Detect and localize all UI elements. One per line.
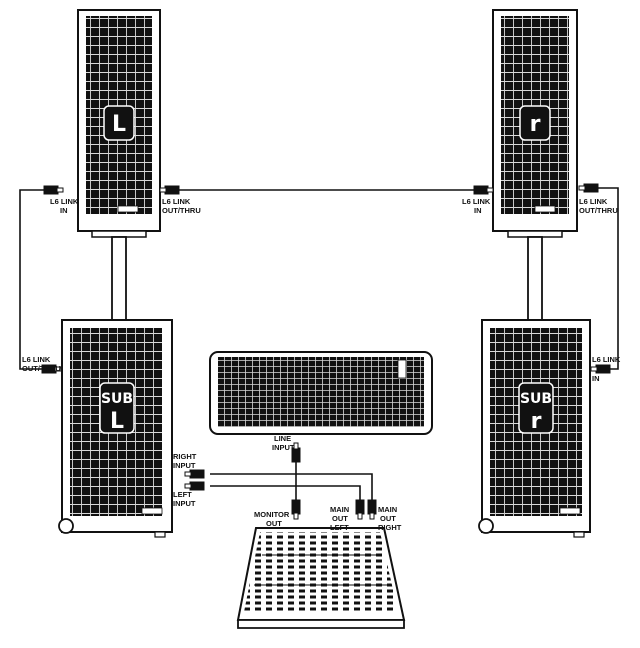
- logo-plate: [534, 205, 556, 213]
- logo-plate: [397, 359, 407, 379]
- label-tr-link-out-2: OUT/THRU: [579, 206, 618, 215]
- label-subr-link-in-1: L6 LINK: [592, 355, 621, 364]
- label-main-out-left-3: LEFT: [330, 523, 349, 532]
- xlr-connector: [367, 499, 377, 515]
- logo-plate: [117, 205, 139, 213]
- foot: [573, 531, 585, 538]
- label-subl-link-out-1: L6 LINK: [22, 355, 51, 364]
- sub-right: SUB r: [478, 319, 591, 538]
- sub-left-badge-line1: SUB: [101, 391, 133, 407]
- xlr-connector: [291, 499, 301, 515]
- label-tl-link-in-2: IN: [60, 206, 68, 215]
- xlr-connector: [189, 469, 205, 479]
- logo-plate: [559, 507, 581, 515]
- label-line-input-1: LINE: [274, 434, 291, 443]
- sub-left-badge-line2: L: [110, 409, 124, 434]
- right-speaker-pole: [527, 236, 543, 322]
- connectors: [41, 183, 611, 520]
- top-right-speaker: r: [492, 9, 578, 238]
- label-tl-link-out-2: OUT/THRU: [162, 206, 201, 215]
- label-monitor-out-1: MONITOR: [254, 510, 290, 519]
- label-main-out-right-3: RIGHT: [378, 523, 402, 532]
- label-left-input-1: LEFT: [173, 490, 192, 499]
- caster-wheel: [478, 518, 494, 534]
- label-main-out-left-1: MAIN: [330, 505, 349, 514]
- cable-main-out-right: [210, 473, 373, 505]
- label-line-input-2: INPUT: [272, 443, 295, 452]
- top-left-badge: L: [112, 112, 126, 137]
- cables: [19, 187, 619, 505]
- xlr-connector: [43, 185, 59, 195]
- xlr-connector: [164, 185, 180, 195]
- cable-main-out-left: [210, 485, 361, 505]
- label-tr-link-in-2: IN: [474, 206, 482, 215]
- xlr-connector: [473, 185, 489, 195]
- sub-right-badge-line2: r: [531, 409, 542, 434]
- label-main-out-right-2: OUT: [380, 514, 396, 523]
- label-subl-link-out-2: OUT/THRU: [22, 364, 61, 373]
- label-tr-link-in-1: L6 LINK: [462, 197, 491, 206]
- cable-left-sub-to-top: [19, 189, 57, 370]
- label-tr-link-out-1: L6 LINK: [579, 197, 608, 206]
- label-right-input-2: INPUT: [173, 461, 196, 470]
- label-main-out-left-2: OUT: [332, 514, 348, 523]
- top-right-badge: r: [530, 112, 541, 137]
- label-tl-link-out-1: L6 LINK: [162, 197, 191, 206]
- xlr-connector: [355, 499, 365, 515]
- labels: L6 LINK IN L6 LINK OUT/THRU L6 LINK IN L…: [22, 197, 621, 532]
- label-tl-link-in-1: L6 LINK: [50, 197, 79, 206]
- sub-right-badge-line1: SUB: [520, 391, 552, 407]
- mixer: [236, 527, 406, 629]
- foot: [154, 531, 166, 538]
- top-left-speaker: L: [77, 9, 161, 238]
- label-subr-link-in-2: IN: [592, 374, 600, 383]
- label-left-input-2: INPUT: [173, 499, 196, 508]
- xlr-connector: [595, 364, 611, 374]
- label-main-out-right-1: MAIN: [378, 505, 397, 514]
- label-right-input-1: RIGHT: [173, 452, 197, 461]
- label-monitor-out-2: OUT: [266, 519, 282, 528]
- center-monitor-speaker: [209, 351, 433, 435]
- xlr-connector: [189, 481, 205, 491]
- sub-left: SUB L: [58, 319, 173, 538]
- xlr-connector: [583, 183, 599, 193]
- caster-wheel: [58, 518, 74, 534]
- left-speaker-pole: [111, 236, 127, 322]
- logo-plate: [141, 507, 163, 515]
